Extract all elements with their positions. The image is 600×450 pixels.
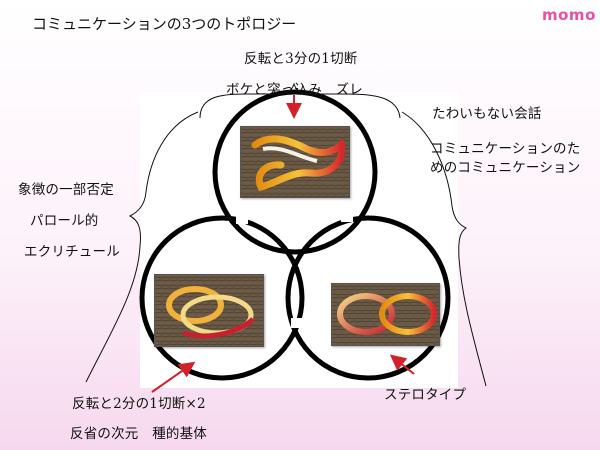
top-label-2: ボケと突っ込み ズレ xyxy=(226,82,363,98)
bottom-left-label-2: 反省の次元 種的基体 xyxy=(70,426,207,442)
arrow-bottom-left xyxy=(151,361,196,393)
three-ring-knot xyxy=(139,89,451,381)
twisted-band-image-top xyxy=(241,127,349,197)
left-brace xyxy=(85,111,199,383)
brand-logo-text: momo xyxy=(542,6,596,24)
right-brace xyxy=(401,111,487,387)
right-label-1: たわいもない会話 xyxy=(432,106,542,122)
left-label-1: 象徴の一部否定 xyxy=(18,182,114,198)
bottom-right-label: ステロタイプ xyxy=(384,387,467,403)
right-label-3: めのコミュニケーション xyxy=(430,160,581,176)
photo-right-band xyxy=(331,283,440,346)
photo-left-band xyxy=(154,274,264,347)
page-title: コミュニケーションの3つのトポロジー xyxy=(32,15,297,33)
twisted-band-image-left xyxy=(155,275,263,346)
left-label-2: パロール的 xyxy=(30,213,99,229)
knot-ring-right xyxy=(285,215,451,381)
right-label-2: コミュニケーションのた xyxy=(430,141,581,157)
left-label-3: エクリチュール xyxy=(24,244,120,260)
knot-crossing-gaps xyxy=(236,212,353,328)
knot-ring-top xyxy=(212,89,378,255)
twisted-band-image-right xyxy=(332,284,439,345)
photo-top-band xyxy=(240,126,350,198)
arrow-bottom-right xyxy=(389,354,415,375)
top-brace xyxy=(199,82,401,119)
bottom-left-label-1: 反転と2分の1切断×2 xyxy=(72,396,206,412)
top-label-1: 反転と3分の1切断 xyxy=(244,51,358,67)
knot-ring-left xyxy=(139,215,305,381)
